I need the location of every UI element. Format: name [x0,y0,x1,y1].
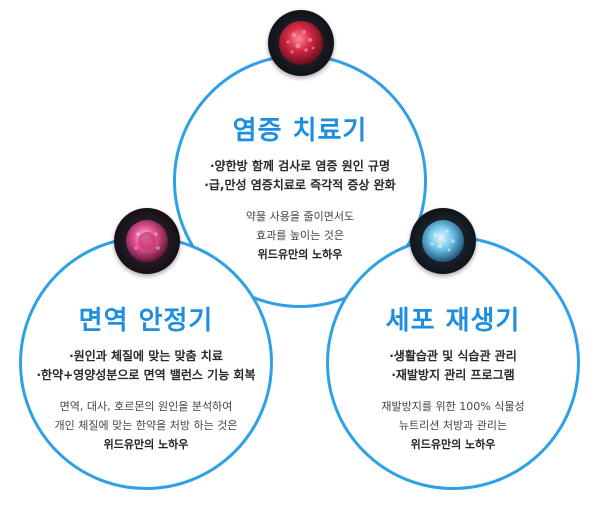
bullet-list: ·원인과 체질에 맞는 맞춤 치료 ·한약+영양성분으로 면역 밸런스 기능 회… [26,347,266,385]
knowhow-label: 위드유만의 노하우 [257,248,343,261]
bullet-item: ·양한방 함께 검사로 염증 원인 규명 [209,159,390,173]
description: 재발방지를 위한 100% 식물성 뉴트리션 처방과 관리는 위드유만의 노하우 [333,397,573,454]
circle-immunity [19,236,273,490]
bullet-item: ·생활습관 및 식습관 관리 [389,349,517,363]
description: 면역, 대사, 호르몬의 원인을 분석하여 개인 체질에 맞는 한약을 처방 하… [26,397,266,454]
bullet-list: ·양한방 함께 검사로 염증 원인 규명 ·급,만성 염증치료로 즉각적 증상 … [180,157,420,195]
bullet-item: ·급,만성 염증치료로 즉각적 증상 완화 [204,178,396,192]
description: 약물 사용을 줄이면서도 효과를 높이는 것은 위드유만의 노하우 [180,207,420,264]
description-line: 재발방지를 위한 100% 식물성 [381,400,525,413]
description-line: 뉴트리션 처방과 관리는 [398,419,508,432]
description-line: 약물 사용을 줄이면서도 [245,210,355,223]
circle-regeneration [326,236,580,490]
section-title: 염증 치료기 [232,116,368,146]
section-regeneration: 세포 재생기 ·생활습관 및 식습관 관리 ·재발방지 관리 프로그램 재발방지… [333,300,573,454]
description-line: 면역, 대사, 호르몬의 원인을 분석하여 [59,400,233,413]
knowhow-label: 위드유만의 노하우 [103,438,189,451]
bullet-item: ·한약+영양성분으로 면역 밸런스 기능 회복 [36,368,256,382]
blue-cell-icon [410,208,476,274]
knowhow-label: 위드유만의 노하우 [410,438,496,451]
section-immunity: 면역 안정기 ·원인과 체질에 맞는 맞춤 치료 ·한약+영양성분으로 면역 밸… [26,300,266,454]
section-inflammation: 염증 치료기 ·양한방 함께 검사로 염증 원인 규명 ·급,만성 염증치료로 … [180,110,420,264]
description-line: 개인 체질에 맞는 한약을 처방 하는 것은 [54,419,238,432]
bullet-item: ·재발방지 관리 프로그램 [391,368,515,382]
section-title: 면역 안정기 [78,306,214,336]
description-line: 효과를 높이는 것은 [256,229,344,242]
section-title: 세포 재생기 [385,306,521,336]
bullet-item: ·원인과 체질에 맞는 맞춤 치료 [69,349,223,363]
pink-cell-icon [114,208,180,274]
red-cell-icon [268,10,334,76]
bullet-list: ·생활습관 및 식습관 관리 ·재발방지 관리 프로그램 [333,347,573,385]
